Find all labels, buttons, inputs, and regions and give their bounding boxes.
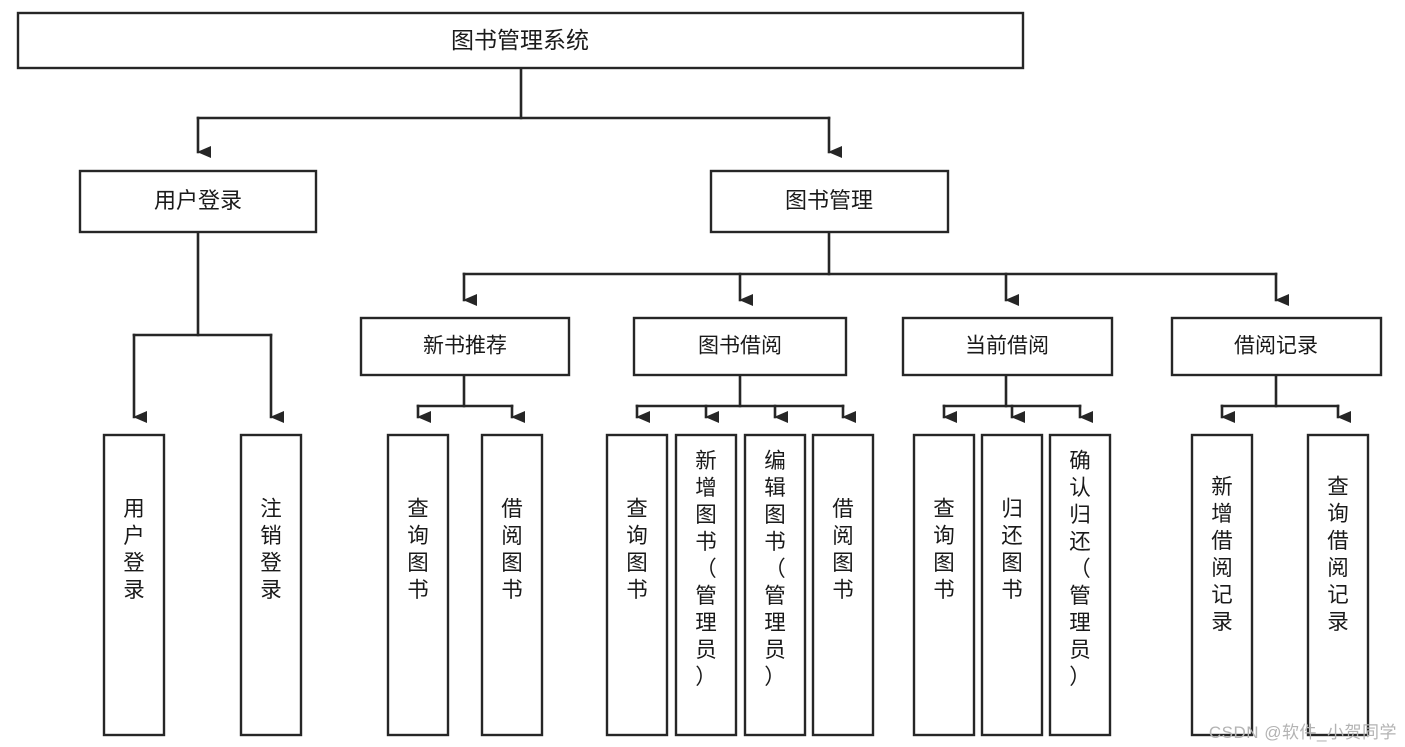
node-leaf-borrow-book-2-label: 借阅图书 — [832, 497, 854, 602]
node-user-login-label: 用户登录 — [154, 188, 242, 213]
node-borrow-record-label: 借阅记录 — [1234, 335, 1318, 358]
node-leaf-query-book-2-label: 查询图书 — [626, 497, 648, 602]
node-leaf-user-login[interactable]: 用户登录 — [102, 433, 166, 737]
node-leaf-borrow-book-1-label: 借阅图书 — [501, 497, 523, 602]
node-leaf-query-record[interactable]: 查询借阅记录 — [1306, 433, 1370, 737]
connector-group-book-manage — [462, 230, 1289, 306]
node-leaf-logout-login[interactable]: 注销登录 — [239, 433, 303, 737]
node-leaf-edit-book-label: 编辑图书（管理员） — [764, 449, 786, 689]
node-leaf-borrow-book-1[interactable]: 借阅图书 — [480, 433, 544, 737]
node-leaf-confirm-return[interactable]: 确认归还（管理员） — [1048, 433, 1112, 737]
node-root[interactable]: 图书管理系统 — [16, 11, 1025, 70]
connector-group-current-borrow — [942, 373, 1093, 423]
node-book-manage[interactable]: 图书管理 — [709, 169, 950, 234]
node-leaf-add-book-label: 新增图书（管理员） — [695, 449, 717, 689]
node-leaf-add-book[interactable]: 新增图书（管理员） — [674, 433, 738, 737]
connector-group-book-borrow — [635, 373, 856, 423]
connector-group-root — [196, 66, 842, 158]
node-leaf-return-book-label: 归还图书 — [1001, 497, 1023, 602]
connector-group-borrow-record — [1220, 373, 1351, 423]
node-current-borrow-label: 当前借阅 — [965, 335, 1049, 358]
node-leaf-confirm-return-label: 确认归还（管理员） — [1069, 449, 1091, 689]
node-leaf-query-book-3-label: 查询图书 — [933, 497, 955, 602]
node-new-book-recommend-label: 新书推荐 — [423, 335, 507, 358]
node-book-borrow-label: 图书借阅 — [698, 335, 782, 358]
node-root-label: 图书管理系统 — [451, 27, 589, 53]
node-book-manage-label: 图书管理 — [785, 188, 873, 213]
node-user-login[interactable]: 用户登录 — [78, 169, 318, 234]
node-borrow-record[interactable]: 借阅记录 — [1170, 316, 1383, 377]
node-leaf-query-book-1-label: 查询图书 — [407, 497, 429, 602]
node-leaf-add-record-label: 新增借阅记录 — [1211, 475, 1233, 634]
node-leaf-borrow-book-2[interactable]: 借阅图书 — [811, 433, 875, 737]
node-leaf-return-book[interactable]: 归还图书 — [980, 433, 1044, 737]
connector-group-user-login — [132, 230, 284, 423]
node-new-book-recommend[interactable]: 新书推荐 — [359, 316, 571, 377]
node-leaf-logout-login-label: 注销登录 — [260, 497, 282, 602]
node-leaf-user-login-label: 用户登录 — [123, 497, 145, 602]
connector-group-new-book-recommend — [416, 373, 525, 423]
csdn-watermark: CSDN @软件_小贺同学 — [1208, 723, 1397, 742]
node-current-borrow[interactable]: 当前借阅 — [901, 316, 1114, 377]
node-leaf-query-book-1[interactable]: 查询图书 — [386, 433, 450, 737]
node-leaf-query-book-3[interactable]: 查询图书 — [912, 433, 976, 737]
node-book-borrow[interactable]: 图书借阅 — [632, 316, 848, 377]
node-leaf-add-record[interactable]: 新增借阅记录 — [1190, 433, 1254, 737]
node-leaf-edit-book[interactable]: 编辑图书（管理员） — [743, 433, 807, 737]
node-leaf-query-record-label: 查询借阅记录 — [1327, 475, 1349, 634]
node-leaf-query-book-2[interactable]: 查询图书 — [605, 433, 669, 737]
